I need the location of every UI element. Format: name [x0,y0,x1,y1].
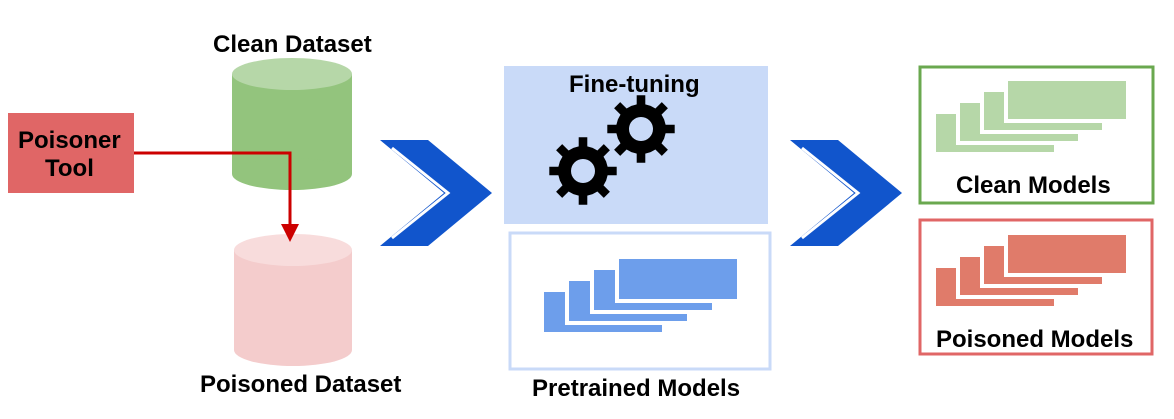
clean-dataset-label: Clean Dataset [213,31,372,58]
clean-dataset-cylinder-icon [232,58,352,190]
poisoned-model-stack-icon [932,231,1130,310]
poisoned-dataset-cylinder-icon [234,234,352,366]
clean-models-box [918,65,1155,205]
poisoned-models-box [918,218,1154,356]
clean-model-stack-icon [932,77,1130,156]
pretrained-model-stack-icon [540,255,741,336]
fine-tuning-label: Fine-tuning [569,71,700,98]
pretrained-models-label: Pretrained Models [532,375,741,402]
gear-icon [549,137,617,205]
poisoned-dataset-label: Poisoned Dataset [200,371,402,398]
clean-models-label: Clean Models [956,172,1111,199]
poisoner-tool-label-line1: Poisoner [18,127,121,154]
chevron-right-icon [380,140,492,246]
poisoned-models-label: Poisoned Models [936,326,1134,353]
poisoner-tool-label-line2: Tool [45,155,94,182]
poison-arrow-icon [134,151,299,242]
pretrained-models-box [508,231,772,371]
poisoner-tool-box [8,113,134,193]
chevron-right-icon [790,140,902,246]
gear-icon [607,95,675,163]
